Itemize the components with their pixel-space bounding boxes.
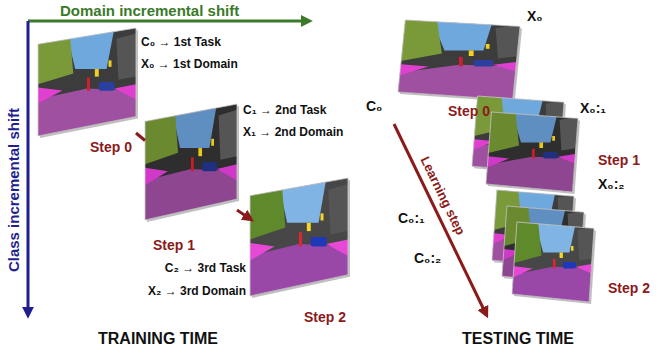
domain-label: X₀ → 1st Domain — [141, 58, 238, 72]
task-label: C₁ → 2nd Task — [243, 104, 326, 118]
street-scene — [250, 178, 350, 298]
task-label: C₀ → 1st Task — [141, 36, 221, 50]
street-scene — [145, 104, 239, 222]
street-scene — [38, 28, 138, 138]
domain-symbol: X₀ — [527, 8, 543, 24]
task-label: C₂ → 3rd Task — [165, 262, 246, 276]
street-scene — [486, 112, 580, 194]
section-title: TESTING TIME — [462, 330, 574, 348]
learning-step-arrow — [394, 124, 486, 314]
step-panel: Step 2 — [250, 178, 348, 326]
domain-symbol: X₀:₁ — [580, 100, 606, 116]
axis-label: Domain incremental shift — [60, 2, 239, 19]
step-label: Step 2 — [304, 309, 346, 326]
axis-label: Class incremental shift — [5, 108, 22, 272]
step-label: Step 2 — [608, 280, 650, 297]
class-symbol: C₀:₂ — [414, 250, 441, 266]
step-label: Step 1 — [153, 237, 195, 254]
domain-label: X₂ → 3rd Domain — [148, 285, 246, 299]
step-label: Step 0 — [90, 139, 132, 156]
street-scene — [512, 222, 596, 304]
domain-symbol: X₀:₂ — [598, 176, 625, 192]
step-panel: Step 2 — [492, 190, 650, 318]
step-label: Step 1 — [598, 152, 640, 169]
section-title: TRAINING TIME — [98, 330, 218, 348]
class-symbol: C₀ — [366, 98, 382, 114]
class-symbol: C₀:₁ — [398, 210, 425, 226]
step-panel: Step 0 — [38, 28, 136, 156]
street-scene — [398, 20, 522, 102]
scene-images — [38, 20, 596, 304]
step-arrow — [237, 210, 250, 219]
step-arrow — [136, 133, 145, 141]
domain-label: X₁ → 2nd Domain — [243, 126, 343, 140]
step-panel: Step 0 — [398, 20, 523, 120]
step-panel: Step 1 — [145, 104, 237, 254]
step-label: Step 0 — [448, 103, 490, 120]
class-shift-arrow — [27, 21, 30, 314]
domain-shift-arrow — [28, 20, 308, 23]
